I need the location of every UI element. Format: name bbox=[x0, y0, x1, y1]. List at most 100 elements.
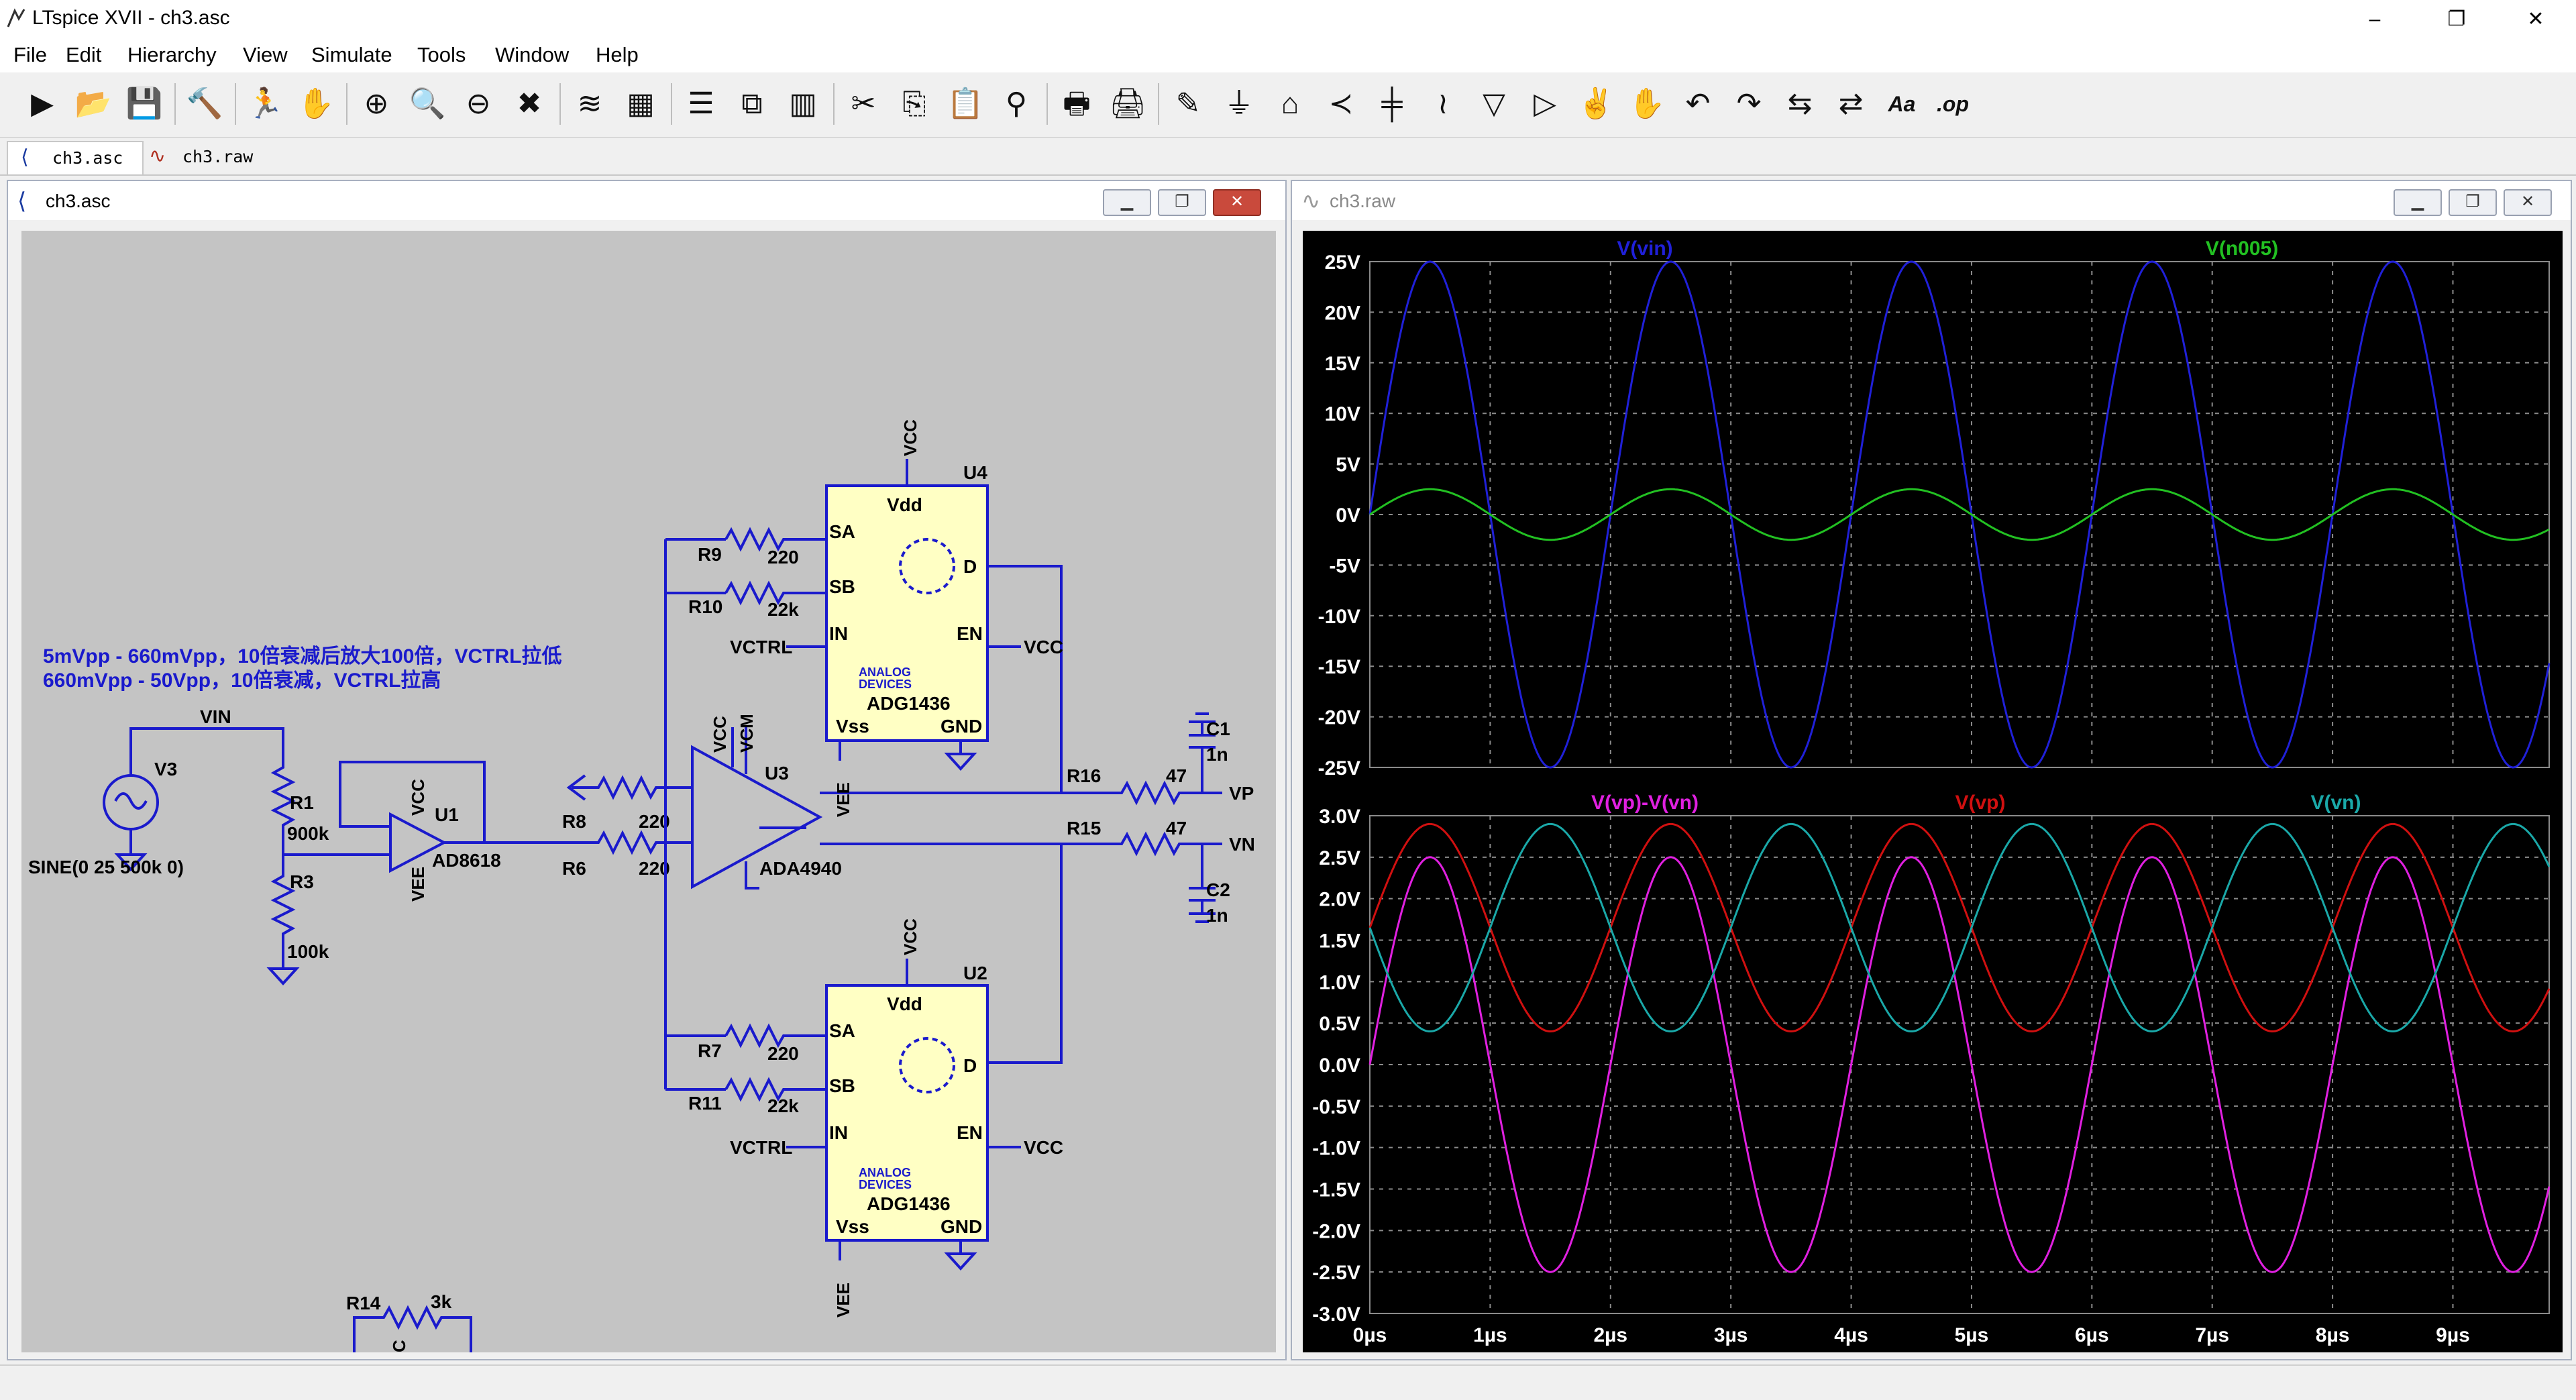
waveform-restore-button[interactable]: ❐ bbox=[2449, 189, 2497, 216]
menu-simulate[interactable]: Simulate bbox=[311, 43, 392, 66]
bottom-pane-y-tick-label: -1.0V bbox=[1312, 1138, 1360, 1160]
component-icon[interactable]: ▷ bbox=[1534, 87, 1556, 120]
r15-label: R15 bbox=[1067, 818, 1101, 839]
control-panel-icon[interactable]: 🔨 bbox=[186, 87, 223, 120]
tile-vertical-icon[interactable]: ▥ bbox=[789, 87, 817, 120]
r7-label: R7 bbox=[698, 1040, 722, 1061]
inductor-icon[interactable]: ≀ bbox=[1437, 87, 1449, 120]
u4-part: ADG1436 bbox=[867, 693, 951, 714]
tab-ch3-asc[interactable]: ⟨ ch3.asc bbox=[7, 141, 144, 174]
u2-gnd-label: GND bbox=[941, 1216, 982, 1237]
bottom-pane-y-tick-label: -3.0V bbox=[1312, 1303, 1360, 1326]
waveform-icon: ∿ bbox=[149, 144, 166, 168]
cascade-icon[interactable]: ⧉ bbox=[741, 87, 763, 120]
vin-net-label: VIN bbox=[200, 706, 231, 727]
r10-label: R10 bbox=[688, 596, 722, 617]
tile-horizontal-icon[interactable]: ☰ bbox=[688, 87, 714, 120]
bottom-pane-y-tick-label: 0.5V bbox=[1319, 1013, 1360, 1035]
schematic-minimize-button[interactable]: ▁ bbox=[1103, 189, 1151, 216]
copy-icon[interactable]: ⎘ bbox=[902, 87, 926, 120]
zoom-in-icon[interactable]: ⊕ bbox=[364, 87, 389, 120]
save-icon[interactable]: 💾 bbox=[125, 87, 163, 120]
waveform-minimize-button[interactable]: ▁ bbox=[2394, 189, 2442, 216]
undo-icon[interactable]: ↶ bbox=[1685, 87, 1711, 120]
ground-icon[interactable]: ⏚ bbox=[1224, 87, 1254, 120]
top-pane-y-tick-label: -15V bbox=[1318, 656, 1360, 678]
minimize-button[interactable]: – bbox=[2369, 8, 2381, 30]
u2-part: ADG1436 bbox=[867, 1193, 951, 1214]
rotate-icon[interactable]: ⇆ bbox=[1787, 87, 1813, 120]
x-tick-label: 0µs bbox=[1353, 1324, 1387, 1346]
u4-en-vcc: VCC bbox=[1024, 637, 1063, 657]
halt-icon[interactable]: 🏃 bbox=[246, 87, 284, 120]
menu-edit[interactable]: Edit bbox=[66, 43, 102, 66]
bottom-pane-frame bbox=[1369, 815, 2550, 1314]
draw-wire-icon[interactable]: ✎ bbox=[1175, 87, 1201, 120]
r10-value: 22k bbox=[767, 599, 799, 620]
u2-switch-symbol bbox=[899, 1037, 955, 1093]
resistor-icon[interactable]: ≺ bbox=[1328, 87, 1354, 120]
print-icon[interactable]: 🖶 bbox=[1063, 87, 1091, 120]
waveform-close-button[interactable]: ✕ bbox=[2504, 189, 2552, 216]
schematic-close-button[interactable]: ✕ bbox=[1213, 189, 1261, 216]
close-button[interactable]: ✕ bbox=[2527, 8, 2544, 30]
print-setup-icon[interactable]: 🖨 bbox=[1109, 87, 1146, 120]
zoom-area-icon[interactable]: 🔍 bbox=[409, 87, 446, 120]
capacitor-icon[interactable]: ╪ bbox=[1381, 87, 1403, 120]
waveform-window-titlebar: ∿ ch3.raw ▁ ❐ ✕ bbox=[1292, 181, 2571, 220]
schematic-restore-button[interactable]: ❐ bbox=[1158, 189, 1206, 216]
u2-in: IN bbox=[829, 1122, 848, 1143]
redo-icon[interactable]: ↷ bbox=[1736, 87, 1762, 120]
x-tick-label: 4µs bbox=[1834, 1324, 1868, 1346]
u4-vctrl: VCTRL bbox=[730, 637, 792, 657]
u4-vdd: Vdd bbox=[887, 494, 922, 515]
r14-resistor bbox=[353, 1305, 472, 1352]
tab-ch3-raw[interactable]: ∿ ch3.raw bbox=[138, 141, 272, 173]
move-icon[interactable]: ✌ bbox=[1577, 87, 1615, 120]
label-net-icon[interactable]: ⌂ bbox=[1281, 87, 1299, 120]
status-bar bbox=[0, 1364, 2576, 1400]
menu-help[interactable]: Help bbox=[596, 43, 639, 66]
toolbar-separator bbox=[559, 83, 561, 125]
mirror-icon[interactable]: ⇄ bbox=[1838, 87, 1864, 120]
r7-value: 220 bbox=[767, 1043, 799, 1064]
menu-hierarchy[interactable]: Hierarchy bbox=[127, 43, 217, 66]
zoom-fit-icon[interactable]: ✖ bbox=[517, 87, 542, 120]
bottom-pane-y-tick-label: -2.0V bbox=[1312, 1220, 1360, 1242]
c1-label: C1 bbox=[1206, 718, 1230, 739]
cut-icon[interactable]: ✂ bbox=[851, 87, 876, 120]
menu-tools[interactable]: Tools bbox=[417, 43, 466, 66]
menu-window[interactable]: Window bbox=[495, 43, 570, 66]
r9-resistor bbox=[724, 527, 826, 552]
zoom-out-icon[interactable]: ⊖ bbox=[466, 87, 491, 120]
schematic-canvas[interactable]: 5mVpp - 660mVpp，10倍衰减后放大100倍，VCTRL拉低 660… bbox=[21, 231, 1276, 1352]
drag-icon[interactable]: ✋ bbox=[1628, 87, 1666, 120]
run-icon[interactable]: ▶ bbox=[31, 87, 54, 120]
u2-d: D bbox=[963, 1055, 977, 1076]
find-icon[interactable]: ⚲ bbox=[1005, 87, 1028, 120]
maximize-button[interactable]: ❐ bbox=[2447, 8, 2466, 30]
r1-resistor bbox=[270, 747, 296, 855]
spice-directive-icon[interactable]: .op bbox=[1937, 92, 1969, 116]
u4-gnd-label: GND bbox=[941, 716, 982, 737]
grid-icon[interactable]: ▦ bbox=[627, 87, 655, 120]
u1-label: U1 bbox=[435, 804, 459, 825]
autorange-icon[interactable]: ≋ bbox=[577, 87, 602, 120]
menu-file[interactable]: File bbox=[13, 43, 47, 66]
diode-icon[interactable]: ▽ bbox=[1483, 87, 1505, 120]
u2-en: EN bbox=[957, 1122, 983, 1143]
top-pane-y-tick-label: 5V bbox=[1336, 454, 1360, 476]
paste-icon[interactable]: 📋 bbox=[947, 87, 984, 120]
pan-hand-icon[interactable]: ✋ bbox=[297, 87, 335, 120]
open-icon[interactable]: 📂 bbox=[74, 87, 112, 120]
x-tick-label: 2µs bbox=[1593, 1324, 1627, 1346]
waveform-plot: 25V20V15V10V5V0V-5V-10V-15V-20V-25VV(vin… bbox=[1312, 237, 2551, 1346]
bottom-pane-trace-2 bbox=[1368, 822, 2551, 1032]
menu-view[interactable]: View bbox=[243, 43, 288, 66]
text-icon[interactable]: Aa bbox=[1888, 92, 1916, 116]
top-pane-trace-label: V(n005) bbox=[2206, 237, 2278, 260]
r14-label: R14 bbox=[346, 1293, 381, 1313]
r7-resistor bbox=[724, 1023, 826, 1048]
